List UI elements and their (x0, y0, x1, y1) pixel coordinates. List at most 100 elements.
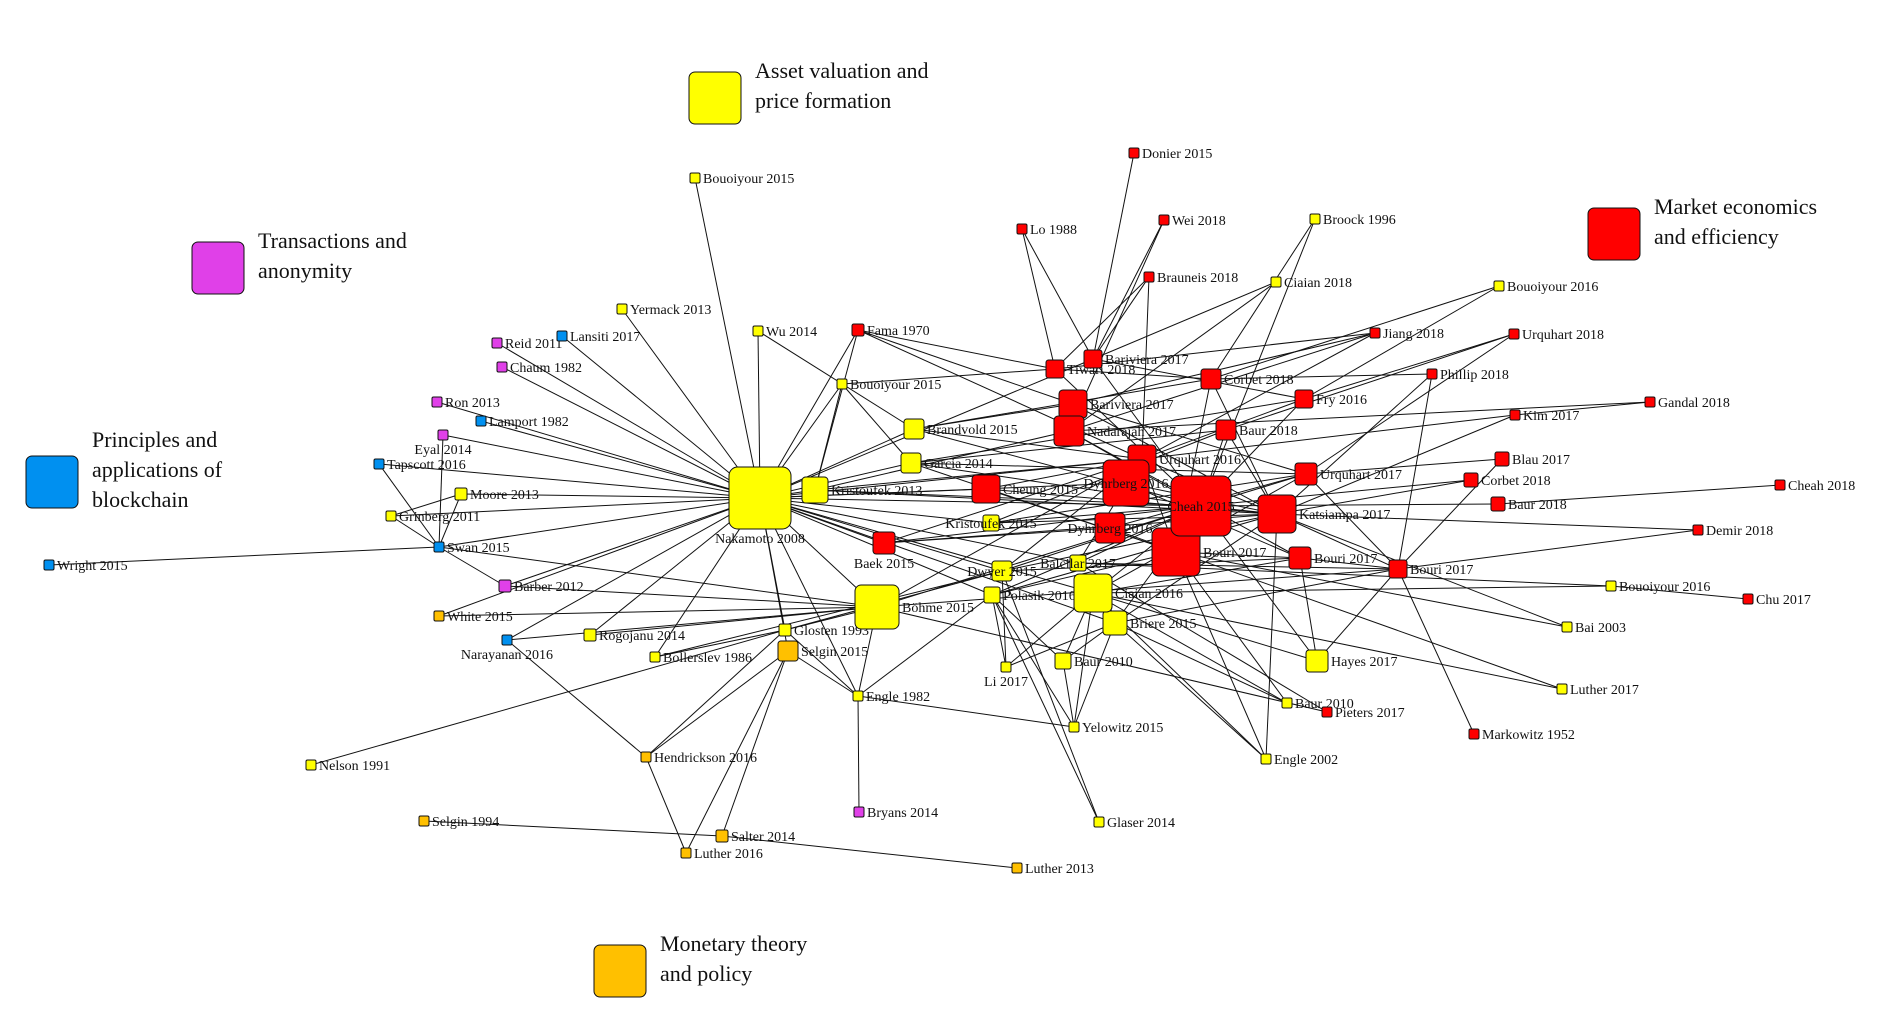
citation-edge (1175, 551, 1267, 760)
node-market-marker (1463, 472, 1479, 488)
node-label: Moore 2013 (470, 488, 539, 503)
citation-edge (442, 434, 761, 499)
network-node: Bouoiyour 2016 (1605, 580, 1710, 595)
node-asset-marker (689, 172, 701, 184)
citation-edge (857, 695, 1075, 728)
citation-edge (1514, 401, 1651, 416)
network-node: Fry 2016 (0, 0, 1367, 409)
network-node: Donier 2015 (1128, 147, 1212, 162)
node-label: Ron 2013 (445, 396, 500, 411)
node-label: Baur 2010 (1074, 655, 1133, 670)
node-label: Nelson 1991 (319, 759, 390, 774)
citation-edge (1299, 557, 1318, 662)
citation-edge (1200, 218, 1316, 507)
node-label: Reid 2011 (505, 337, 562, 352)
node-market-marker (1045, 359, 1065, 379)
network-node: Luther 2013 (1011, 862, 1094, 877)
citation-edge (436, 401, 761, 499)
node-asset-marker (1309, 213, 1321, 225)
citation-edge (506, 639, 647, 758)
node-label: Polasik 2016 (1003, 589, 1076, 604)
network-node: Bariviera 2017 (0, 0, 1174, 419)
node-market-marker (1215, 419, 1237, 441)
node-asset-marker (454, 487, 468, 501)
network-node: Ciaian 2016 (0, 0, 1183, 613)
citation-edge (506, 606, 878, 641)
node-transactions-marker (496, 361, 508, 373)
citation-edge (759, 497, 992, 524)
node-label: Cheung 2015 (1003, 483, 1078, 498)
node-label: Bai 2003 (1575, 621, 1626, 636)
citation-edge (759, 358, 1094, 499)
citation-edge (1265, 513, 1278, 760)
node-label: Bouoiyour 2015 (850, 378, 941, 393)
network-node: Chaum 1982 (496, 361, 582, 376)
network-node: Phillip 2018 (1426, 368, 1509, 383)
node-market-marker (1158, 214, 1170, 226)
citation-edge (506, 497, 761, 641)
node-asset-marker (305, 759, 317, 771)
node-label: Dwyer 2015 (967, 565, 1037, 580)
node-label: Selgin 2015 (801, 645, 868, 660)
node-blockchain-marker (433, 541, 445, 553)
node-asset-marker (982, 514, 1000, 532)
citation-edge (1200, 503, 1499, 507)
node-label: Narayanan 2016 (461, 648, 553, 663)
citation-edge (1073, 622, 1116, 728)
node-label: Bouoiyour 2015 (703, 172, 794, 187)
node-asset-marker (836, 378, 848, 390)
citation-edge (1303, 285, 1500, 400)
node-label: Bouoiyour 2016 (1507, 280, 1598, 295)
legend-swatch-market (1587, 207, 1641, 261)
node-label: Wei 2018 (1172, 214, 1226, 229)
citation-edge (1005, 622, 1116, 668)
node-label: Broock 1996 (1323, 213, 1396, 228)
node-market-marker (1294, 389, 1314, 409)
legend-swatch-asset (688, 71, 742, 125)
network-node: Glaser 2014 (1093, 816, 1175, 831)
citation-edge (654, 629, 786, 658)
node-market-marker (971, 474, 1001, 504)
citation-edge (1114, 622, 1288, 704)
network-node: Bouri 2017 (0, 0, 1377, 570)
network-node: Fama 1970 (851, 323, 930, 339)
citation-edge (438, 434, 444, 548)
node-asset-marker (1000, 661, 1012, 673)
network-node: Grinberg 2011 (385, 510, 480, 525)
citation-edge (814, 430, 1070, 491)
node-asset-marker (1561, 621, 1573, 633)
network-node: Salter 2014 (715, 829, 795, 845)
node-label: Corbet 2018 (1224, 373, 1294, 388)
node-market-marker (1200, 368, 1222, 390)
node-asset-marker (649, 651, 661, 663)
legend-label-line: Transactions and (258, 228, 407, 253)
citation-edge (1092, 585, 1612, 594)
node-label: Glosten 1993 (794, 624, 869, 639)
citation-edge (645, 756, 687, 854)
node-label: Phillip 2018 (1440, 368, 1509, 383)
citation-edge (910, 462, 1202, 507)
node-label: Engle 2002 (1274, 753, 1338, 768)
network-node: Baur 2018 (1490, 496, 1567, 513)
node-asset-marker (854, 584, 900, 630)
citation-edge (480, 420, 761, 499)
node-label: Briere 2015 (1130, 617, 1196, 632)
citation-edge (1276, 373, 1433, 515)
citation-edge (1276, 479, 1472, 515)
legend-label-line: and policy (660, 961, 752, 986)
network-node: Kristoufek 2013 (0, 0, 922, 504)
network-node: Nadarajah 2017 (0, 0, 1176, 447)
citation-edge (1021, 228, 1056, 370)
citation-edge (1397, 568, 1475, 735)
citation-edge (841, 368, 1056, 385)
citation-edge (501, 366, 761, 499)
network-node: Bouoiyour 2015 (836, 378, 941, 393)
node-market-marker (1143, 271, 1155, 283)
citation-edge (1497, 484, 1781, 505)
node-blockchain-marker (501, 634, 513, 646)
citation-edge (1303, 333, 1515, 400)
network-node: Reid 2011 (491, 337, 562, 352)
node-label: Bryans 2014 (867, 806, 938, 821)
citation-edge (1068, 281, 1277, 432)
node-asset-marker (385, 510, 397, 522)
